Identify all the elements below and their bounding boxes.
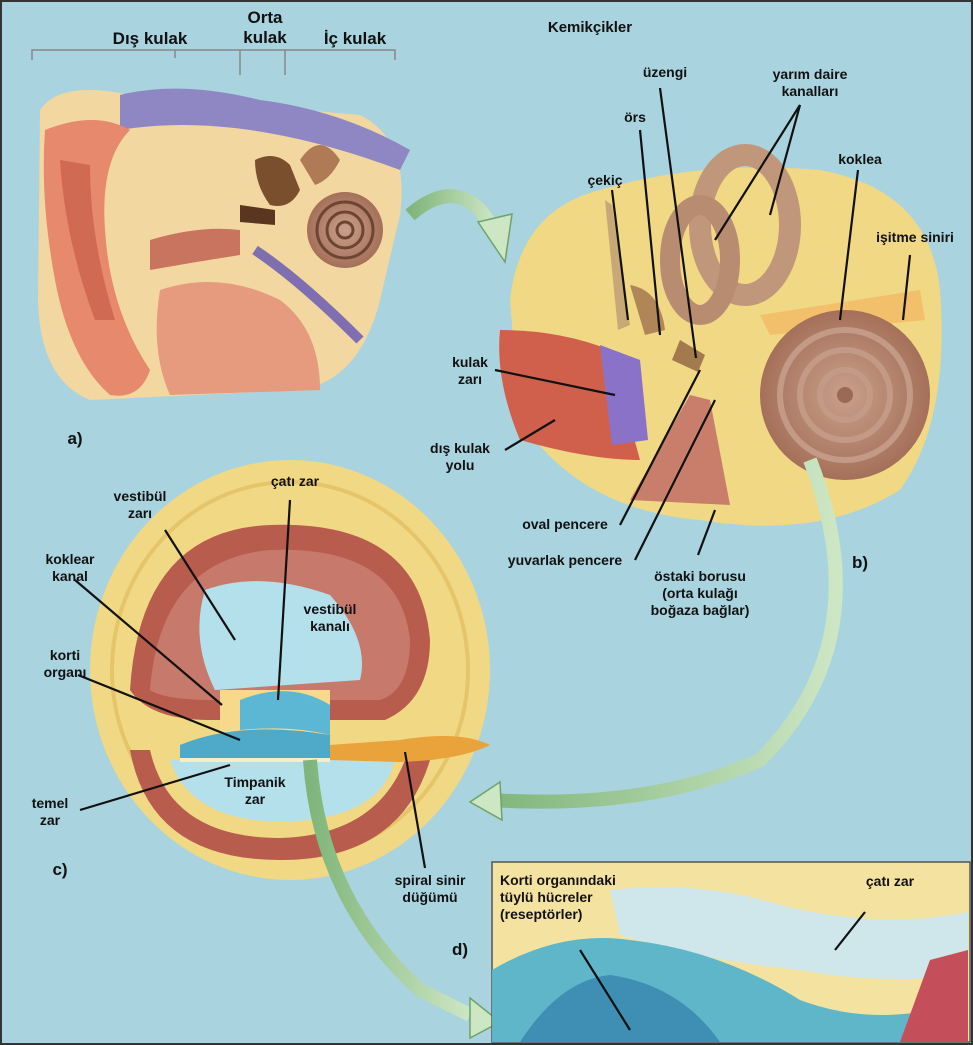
panel-d-letter: d) [440, 940, 480, 960]
panel-c-letter: c) [40, 860, 80, 880]
tectorial-membrane-d-label: çatı zar [840, 873, 940, 890]
organ-of-corti-label: korti organı [30, 647, 100, 681]
panel-a-letter: a) [55, 429, 95, 449]
vestibular-canal-label: vestibül kanalı [290, 601, 370, 635]
panel-b-middle-inner-ear [499, 155, 942, 526]
oval-window-label: oval pencere [510, 516, 620, 533]
basilar-membrane-label: temel zar [20, 795, 80, 829]
stirrup-label: üzengi [625, 64, 705, 81]
ear-canal-label: dış kulak yolu [415, 440, 505, 474]
panel-b-letter: b) [840, 553, 880, 573]
inner-ear-label: İç kulak [300, 29, 410, 49]
auditory-nerve-label: işitme siniri [860, 229, 970, 246]
vestibular-membrane-label: vestibül zarı [100, 488, 180, 522]
panel-a-ear-illustration [38, 89, 410, 400]
anvil-label: örs [610, 109, 660, 126]
eustachian-tube-label: östaki borusu (orta kulağı boğaza bağlar… [630, 568, 770, 619]
cochlear-duct-label: koklear kanal [30, 551, 110, 585]
outer-ear-label: Dış kulak [70, 29, 230, 49]
ossicles-title: Kemikçikler [530, 19, 650, 36]
tectorial-membrane-label: çatı zar [250, 473, 340, 490]
spiral-ganglion-label: spiral sinir düğümü [380, 872, 480, 906]
cochlea-label: koklea [820, 151, 900, 168]
tympanic-label: Timpanik zar [210, 774, 300, 808]
semicircular-canals-label: yarım daire kanalları [755, 66, 865, 100]
panel-c-cochlea-section [90, 460, 490, 880]
middle-ear-label: Orta kulak [230, 8, 300, 48]
round-window-label: yuvarlak pencere [490, 552, 640, 569]
eardrum-label: kulak zarı [440, 354, 500, 388]
header-bracket [32, 50, 395, 75]
hammer-label: çekiç [570, 172, 640, 189]
hair-cells-label: Korti organındaki tüylü hücreler (resept… [500, 872, 650, 923]
